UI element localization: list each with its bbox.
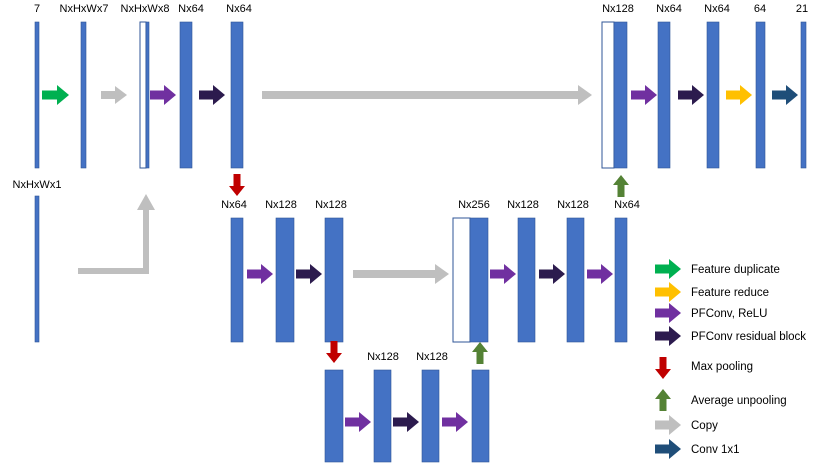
block-l1-nx64-b <box>230 21 244 169</box>
input-block-top <box>34 21 40 169</box>
label-l2-nx128-b: Nx128 <box>315 199 347 211</box>
legend-copy-arrow <box>655 415 681 435</box>
legend-pfconv-residual-arrow <box>655 326 681 346</box>
legend-feature-duplicate-arrow <box>655 259 681 279</box>
block-l1-nxhxwx7 <box>80 21 87 169</box>
legend-conv1x1-label: Conv 1x1 <box>691 444 740 456</box>
block-l1-nxhxwx8-copied <box>139 21 147 169</box>
label-r2-nx128-a: Nx128 <box>507 199 539 211</box>
pfconv-residual-arrow-r2 <box>539 264 565 284</box>
copy-arrow-skip-level1 <box>262 85 592 105</box>
label-r2-nx256: Nx256 <box>458 199 490 211</box>
legend-feature-reduce-arrow <box>655 282 681 302</box>
block-l3-nx128-in <box>324 369 344 463</box>
label-r2-nx128-b: Nx128 <box>557 199 589 211</box>
legend-conv1x1-arrow <box>655 439 681 459</box>
copy-arrow-input-elbow <box>78 208 149 274</box>
block-l2-nx128-a <box>275 217 295 343</box>
legend-average-unpooling-arrow <box>655 389 671 411</box>
label-input-7: 7 <box>34 3 40 15</box>
label-r1-nx128: Nx128 <box>602 3 634 15</box>
legend: Feature duplicate Feature reduce PFConv,… <box>655 259 806 459</box>
block-r2-nx256 <box>469 217 489 343</box>
block-l3-nx128-b <box>421 369 440 463</box>
block-out-21 <box>800 21 807 169</box>
legend-pfconv-residual-label: PFConv residual block <box>691 331 806 343</box>
block-r2-nx128-a <box>517 217 536 343</box>
label-out-21: 21 <box>796 3 808 15</box>
max-pooling-arrow-l1 <box>229 174 245 196</box>
block-out-64 <box>755 21 766 169</box>
label-r1-nx64-a: Nx64 <box>656 3 682 15</box>
label-r2-nx64: Nx64 <box>614 199 640 211</box>
block-r1-nx128-copied <box>601 21 615 169</box>
legend-pfconv-relu-label: PFConv, ReLU <box>691 308 767 320</box>
label-l1-nxhxwx7: NxHxWx7 <box>60 3 109 15</box>
label-l2-nx64: Nx64 <box>221 199 247 211</box>
pfconv-relu-arrow-r2 <box>490 264 516 284</box>
pfconv-relu-arrow-l1 <box>150 85 176 105</box>
legend-max-pooling-arrow <box>655 357 671 379</box>
block-r2-nx128-b <box>566 217 585 343</box>
legend-copy-label: Copy <box>691 420 718 432</box>
legend-max-pooling-label: Max pooling <box>691 361 753 373</box>
pfconv-residual-arrow-l2 <box>296 264 322 284</box>
label-l2-nx128-a: Nx128 <box>265 199 297 211</box>
block-r1-nx128 <box>613 21 628 169</box>
block-l3-nx128-out <box>471 369 490 463</box>
label-l1-nx64-a: Nx64 <box>178 3 204 15</box>
block-r1-nx64-a <box>657 21 671 169</box>
max-pooling-arrow-l2 <box>326 341 342 363</box>
pfconv-relu-arrow-r2-b <box>587 264 613 284</box>
average-unpooling-arrow-l3 <box>472 342 488 364</box>
average-unpooling-arrow-l2 <box>613 175 629 197</box>
block-l3-nx128-a <box>373 369 392 463</box>
pfconv-residual-arrow-l1 <box>199 85 225 105</box>
label-input-nxhxwx1: NxHxWx1 <box>13 179 62 191</box>
pfconv-relu-arrow-r1 <box>631 85 657 105</box>
label-l1-nx64-b: Nx64 <box>226 3 252 15</box>
legend-pfconv-relu-arrow <box>655 303 681 323</box>
block-l2-nx64 <box>230 217 244 343</box>
feature-duplicate-arrow <box>42 85 69 105</box>
pfconv-residual-arrow-l3 <box>393 412 419 432</box>
copy-arrow-skip-level2 <box>353 264 449 284</box>
legend-average-unpooling-label: Average unpooling <box>691 395 787 407</box>
block-l1-nx64-a <box>179 21 193 169</box>
block-l2-nx128-b <box>324 217 344 343</box>
label-r1-nx64-b: Nx64 <box>704 3 730 15</box>
block-l1-nxhxwx8 <box>145 21 150 169</box>
conv1x1-arrow <box>772 85 798 105</box>
block-r2-nx64 <box>614 217 628 343</box>
label-l3-nx128-b: Nx128 <box>416 351 448 363</box>
label-l1-nxhxwx8: NxHxWx8 <box>121 3 170 15</box>
block-r2-nx256-copied <box>452 217 471 343</box>
block-r1-nx64-b <box>706 21 720 169</box>
input-block-bottom <box>34 195 40 343</box>
feature-reduce-arrow <box>726 85 752 105</box>
copy-arrow-level1 <box>101 86 127 104</box>
label-out-64: 64 <box>754 3 766 15</box>
pfconv-relu-arrow-l3-b <box>442 412 468 432</box>
legend-feature-reduce-label: Feature reduce <box>691 287 769 299</box>
legend-feature-duplicate-label: Feature duplicate <box>691 264 780 276</box>
copy-arrow-input-elbow-head <box>137 194 155 210</box>
pfconv-residual-arrow-r1 <box>678 85 704 105</box>
pfconv-relu-arrow-l3 <box>345 412 371 432</box>
pfconv-relu-arrow-l2 <box>247 264 273 284</box>
label-l3-nx128-a: Nx128 <box>367 351 399 363</box>
